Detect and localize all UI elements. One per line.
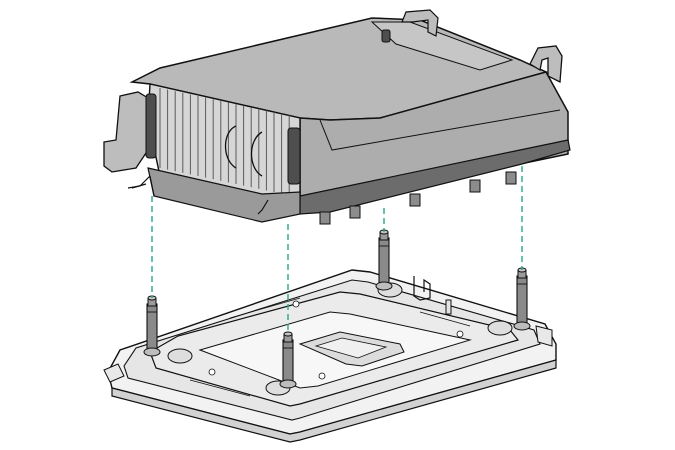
cpu-carrier-inner: [314, 337, 388, 359]
frame-detail-line: [189, 297, 471, 397]
alignment-posts: [143, 229, 531, 389]
processor-socket-frame: [103, 269, 557, 443]
heatsink-base-feet: [319, 171, 517, 225]
frame-side-tab-right: [535, 325, 553, 347]
alignment-post: [143, 295, 161, 357]
heatsink-screw-back: [381, 29, 391, 43]
corner-boss-left: [167, 348, 193, 364]
heatsink-back-handle: [401, 9, 439, 37]
frame-lever-hook: [413, 276, 431, 301]
alignment-post: [279, 331, 297, 389]
frame-hole-b: [318, 372, 326, 380]
heatsink-screw-left: [145, 93, 157, 159]
heatsink-heat-pipe-1: [224, 125, 237, 169]
heatsink-side-crease: [319, 109, 561, 151]
alignment-guide-lines: [151, 166, 523, 334]
alignment-post: [375, 229, 393, 291]
heatsink-foot: [469, 179, 481, 193]
corner-boss-right: [487, 320, 513, 336]
heatsink-screw-center: [287, 127, 301, 185]
frame-side-tab-left: [103, 363, 125, 383]
heatsink-assembly: [103, 9, 571, 225]
alignment-post: [513, 267, 531, 331]
heatsink-left-bracket: [103, 91, 149, 173]
heatsink-right-handle: [529, 45, 563, 84]
heatsink-foot: [349, 205, 361, 219]
heatsink-foot: [409, 193, 421, 207]
frame-hole-a: [208, 368, 216, 376]
heatsink-wire: [131, 183, 269, 215]
heatsink-foot: [505, 171, 517, 185]
heatsink-base-rail: [299, 139, 571, 215]
frame-base-edge: [111, 359, 557, 443]
frame-small-peg: [445, 299, 452, 315]
frame-hole-c: [456, 330, 464, 338]
heatsink-foot: [319, 211, 331, 225]
frame-hole-d: [292, 300, 300, 308]
heatsink-heat-pipe-2: [250, 131, 263, 177]
